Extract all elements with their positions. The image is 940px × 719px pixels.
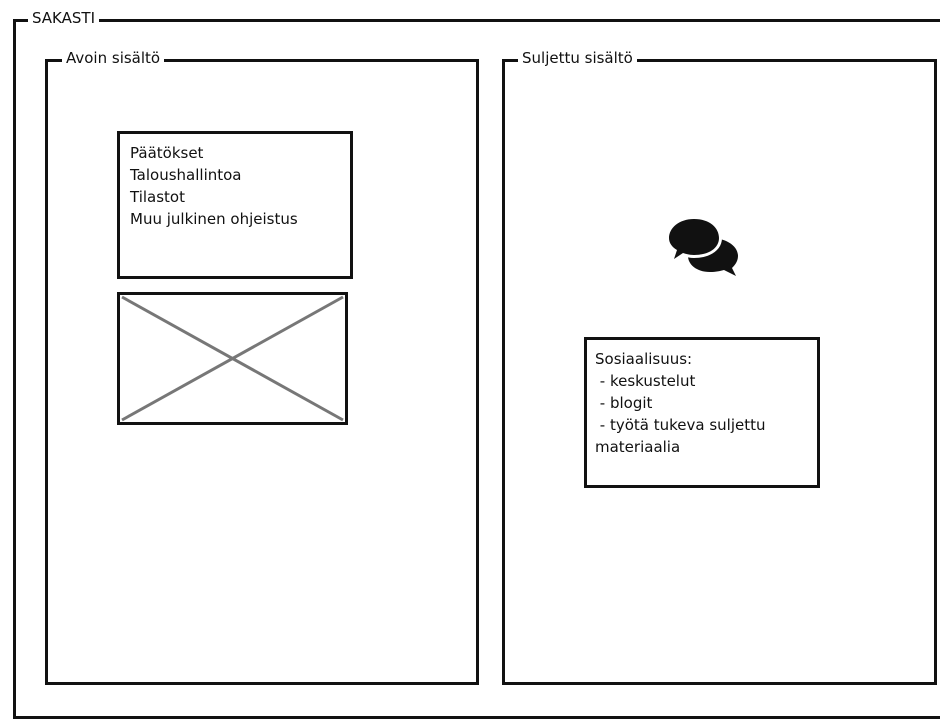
sakasti-title: SAKASTI [28, 9, 100, 27]
list-item: materiaalia [595, 438, 681, 456]
list-item: - blogit [595, 394, 653, 412]
social-features-box: Sosiaalisuus: - keskustelut - blogit - t… [584, 337, 820, 488]
list-item: Tilastot [130, 188, 185, 206]
list-item: Taloushallintoa [130, 166, 242, 184]
open-content-panel [45, 59, 479, 685]
image-placeholder-cross-icon [121, 295, 344, 422]
social-heading: Sosiaalisuus: [595, 350, 693, 368]
open-content-list: Päätökset Taloushallintoa Tilastot Muu j… [117, 131, 353, 279]
list-item: Muu julkinen ohjeistus [130, 210, 298, 228]
closed-content-title: Suljettu sisältö [518, 49, 637, 67]
image-placeholder [117, 292, 348, 425]
list-item: Päätökset [130, 144, 204, 162]
open-content-title: Avoin sisältö [62, 49, 165, 67]
chat-bubbles-icon [664, 214, 742, 278]
list-item: - työtä tukeva suljettu [595, 416, 766, 434]
list-item: - keskustelut [595, 372, 696, 390]
closed-content-panel [502, 59, 937, 685]
